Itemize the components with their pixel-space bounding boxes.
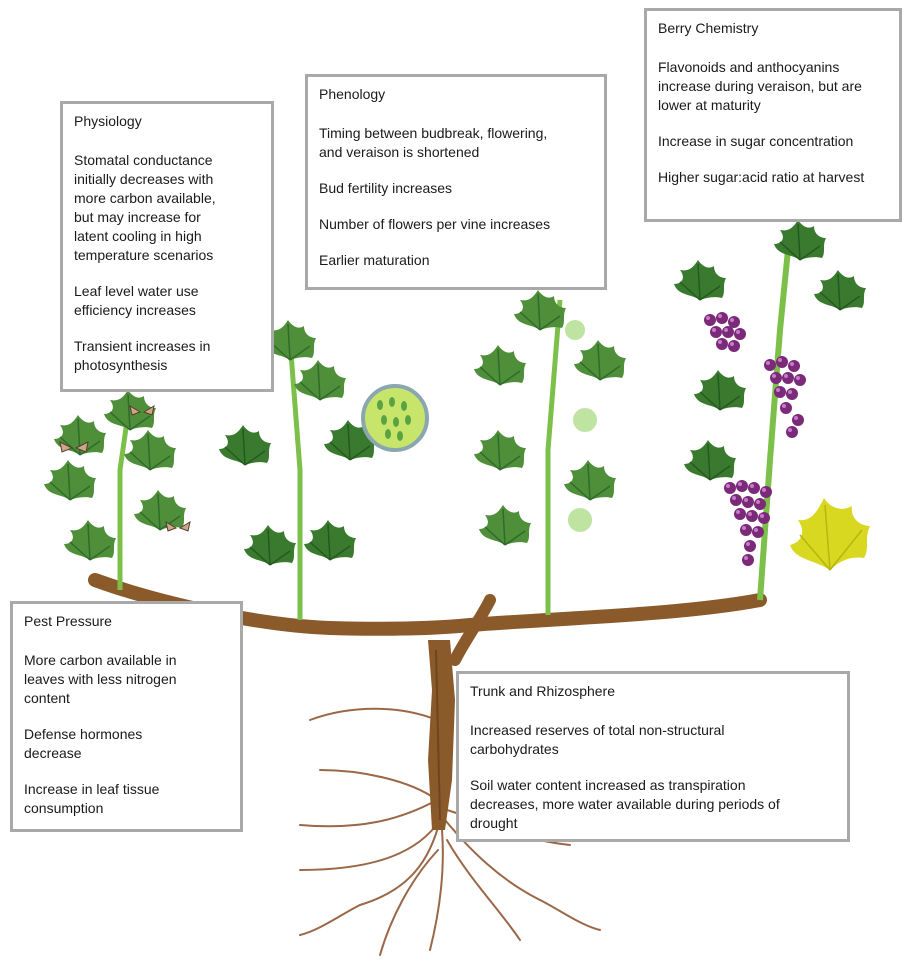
- grape-cluster-icon: [704, 312, 806, 566]
- phenology-item: Bud fertility increases: [319, 179, 594, 198]
- berry-chemistry-box: Berry Chemistry Flavonoids and anthocyan…: [644, 8, 902, 222]
- trunk-rhizosphere-item: Increased reserves of total non-structur…: [470, 721, 837, 759]
- phenology-item: Timing between budbreak, flowering, and …: [319, 124, 594, 162]
- pest-pressure-title: Pest Pressure: [24, 612, 230, 631]
- trunk-rhizosphere-box: Trunk and Rhizosphere Increased reserves…: [456, 671, 850, 842]
- pest-pressure-item: More carbon available in leaves with les…: [24, 651, 230, 708]
- pest-pressure-box: Pest Pressure More carbon available in l…: [10, 601, 243, 832]
- plant-phenology: [474, 290, 626, 615]
- phenology-title: Phenology: [319, 85, 594, 104]
- phenology-box: Phenology Timing between budbreak, flowe…: [305, 74, 607, 290]
- physiology-title: Physiology: [74, 112, 261, 131]
- berry-chemistry-title: Berry Chemistry: [658, 19, 889, 38]
- phenology-item: Earlier maturation: [319, 251, 594, 270]
- stomata-magnifier-icon: [363, 386, 427, 450]
- plant-pest: [44, 390, 190, 590]
- physiology-item: Transient increases in photosynthesis: [74, 337, 261, 375]
- trunk-rhizosphere-item: Soil water content increased as transpir…: [470, 776, 837, 833]
- phenology-item: Number of flowers per vine increases: [319, 215, 594, 234]
- berry-chemistry-item: Increase in sugar concentration: [658, 132, 889, 151]
- berry-chemistry-item: Higher sugar:acid ratio at harvest: [658, 168, 889, 187]
- physiology-item: Leaf level water use efficiency increase…: [74, 282, 261, 320]
- physiology-box: Physiology Stomatal conductance initiall…: [60, 101, 274, 392]
- pest-pressure-item: Increase in leaf tissue consumption: [24, 780, 230, 818]
- berry-chemistry-item: Flavonoids and anthocyanins increase dur…: [658, 58, 889, 115]
- pest-pressure-item: Defense hormones decrease: [24, 725, 230, 763]
- physiology-item: Stomatal conductance initially decreases…: [74, 151, 261, 265]
- yellow-leaf-icon: [790, 498, 870, 570]
- trunk-rhizosphere-title: Trunk and Rhizosphere: [470, 682, 837, 701]
- plant-berries: [674, 220, 870, 600]
